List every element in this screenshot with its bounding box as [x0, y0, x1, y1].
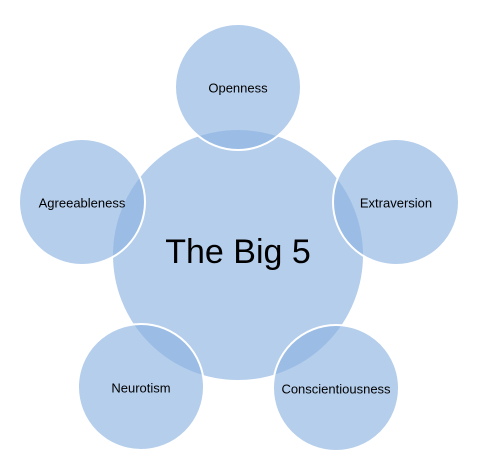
trait-label-conscientiousness: Conscientiousness — [281, 382, 391, 397]
center-label: The Big 5 — [165, 233, 311, 271]
trait-label-extraversion: Extraversion — [360, 196, 432, 211]
trait-circle-conscientiousness — [272, 324, 400, 452]
trait-label-agreeableness: Agreeableness — [39, 196, 126, 211]
trait-label-neurotism: Neurotism — [111, 381, 170, 396]
center-node: The Big 5 — [111, 128, 365, 382]
trait-node-openness: Openness — [174, 23, 302, 151]
trait-circle-openness — [174, 23, 302, 151]
trait-node-conscientiousness: Conscientiousness — [272, 324, 400, 452]
trait-node-agreeableness: Agreeableness — [18, 138, 146, 266]
trait-node-neurotism: Neurotism — [77, 323, 205, 451]
trait-node-extraversion: Extraversion — [332, 138, 460, 266]
trait-circle-extraversion — [332, 138, 460, 266]
trait-circle-neurotism — [77, 323, 205, 451]
trait-circle-agreeableness — [18, 138, 146, 266]
trait-label-openness: Openness — [208, 81, 268, 96]
